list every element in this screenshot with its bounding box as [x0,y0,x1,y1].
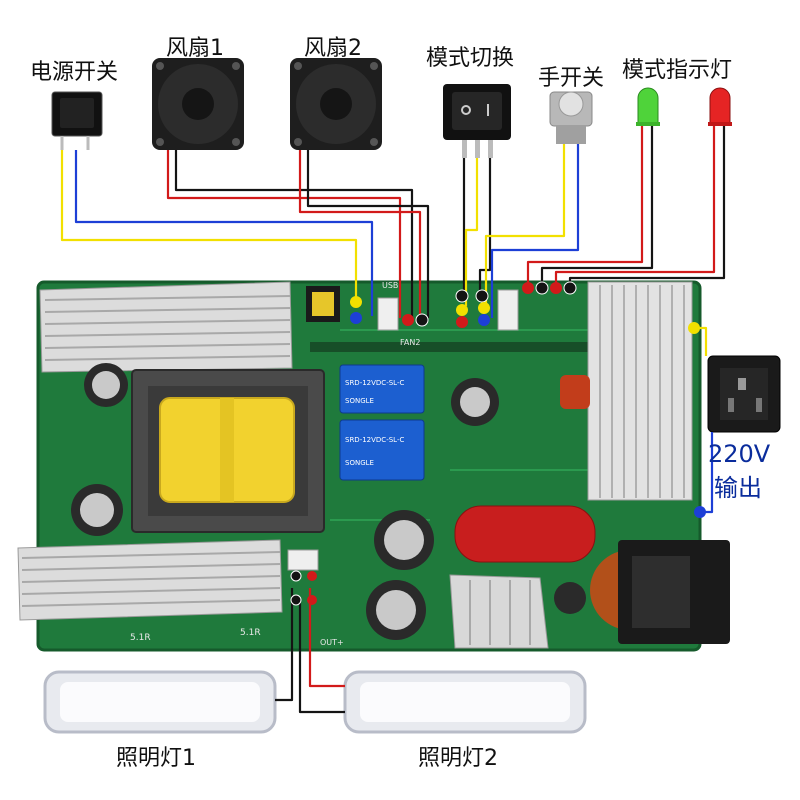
wire-power-blue [74,150,374,316]
lamp-connector [287,549,319,571]
label-fan1: 风扇1 [166,36,224,61]
usb-label: USB [382,281,398,290]
label-power-switch: 电源开关 [30,60,119,85]
wire-fan1-black [174,150,414,318]
lamp-2 [343,670,587,734]
led-green [636,87,660,126]
fan-label: FAN2 [400,338,420,347]
fan-2 [290,58,382,150]
capacitor-small [554,582,586,614]
lamp-1 [43,670,277,734]
relay-2-label: SRD-12VDC-SL-C [345,436,404,444]
transformer [131,369,325,533]
label-output-220v: 220V [708,440,771,468]
label-mode-switch: 模式切换 [426,46,515,71]
wire-led-red-red [554,126,716,286]
wire-mode-yellow [464,158,479,306]
hand-switch [549,91,593,144]
mode-switch [443,84,511,158]
wire-power-yellow [60,150,358,300]
inductor-coil [590,540,730,644]
fan-1 [152,58,244,150]
relay-1-brand: SONGLE [345,397,374,405]
wire-lamp-black [275,588,294,702]
wire-fan1-red [166,150,402,318]
capacitor-orange [560,375,590,409]
heatsink-bottom-center [449,574,549,649]
relay-2-brand: SONGLE [345,459,374,467]
power-switch [51,91,103,150]
wire-led-green-red [526,126,644,286]
label-lamp1: 照明灯1 [116,746,196,771]
res-label-1: 5.1R [130,633,151,643]
relay-1-label: SRD-12VDC-SL-C [345,379,404,387]
out-label: OUT+ [320,638,344,647]
label-hand-switch: 手开关 [538,66,605,91]
label-output: 输出 [714,474,762,502]
wire-hand-yellow [484,144,566,306]
board-connectors: USB FAN2 5.1R 5.1R OUT+ [130,281,519,647]
heatsink-bottom-left [17,539,283,621]
output-socket [707,355,781,433]
res-label-2: 5.1R [240,628,261,638]
relay-2: SRD-12VDC-SL-C SONGLE [339,419,425,481]
heatsink-right [587,281,693,501]
led-red [708,87,732,126]
heatsink-top-left [39,281,293,373]
connector-strip [310,342,600,352]
wire-lamp-black2 [298,600,345,714]
wires [60,126,726,714]
label-fan2: 风扇2 [304,36,362,61]
connection-dots [290,281,706,606]
wire-fan2-red [298,150,422,318]
wire-led-green-black [540,126,654,286]
film-capacitor [454,505,596,563]
wire-hand-blue [490,144,580,318]
relay-1: SRD-12VDC-SL-C SONGLE [339,364,425,414]
wire-fan2-black [306,150,430,318]
label-mode-indicator: 模式指示灯 [622,58,733,83]
wire-lamp-red [308,588,345,688]
label-lamp2: 照明灯2 [418,746,498,771]
